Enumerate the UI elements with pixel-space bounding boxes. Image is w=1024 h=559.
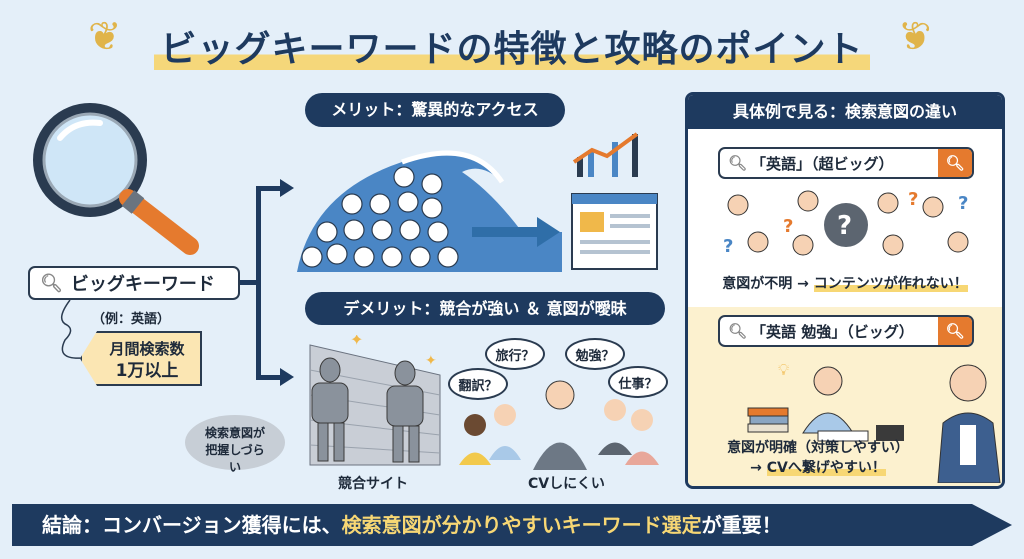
search-button: 🔍︎	[938, 317, 972, 345]
title-text: ビッグキーワードの特徴と攻略のポイント	[154, 29, 870, 70]
conclusion-suffix: が重要！	[701, 513, 782, 537]
student-and-teacher-illustration: 💡︎	[747, 360, 1001, 483]
arrow-merit-icon	[280, 179, 294, 197]
merit-heading: メリット：驚異的なアクセス	[305, 93, 565, 127]
wall-and-knights-illustration: ✦✦	[309, 335, 441, 466]
thought-travel: 旅行？	[485, 338, 545, 370]
query-text: 「英語」（超ビッグ）	[751, 154, 894, 173]
tag-line-2: 1万以上	[115, 361, 179, 381]
conclusion-highlight: 検索意図が分かりやすいキーワード選定	[341, 513, 702, 537]
svg-text:?: ?	[908, 189, 918, 210]
thought-translate: 翻訳？	[448, 368, 508, 400]
laurel-left-icon: ❦	[88, 14, 122, 60]
search-button: 🔍︎	[938, 149, 972, 177]
wave-of-users-illustration	[297, 132, 658, 272]
svg-text:?: ?	[958, 193, 968, 214]
case2-result-prefix: →	[750, 460, 767, 476]
case2-result-line1: 意図が明確（対策しやすい）	[727, 440, 909, 456]
svg-text:?: ?	[723, 236, 733, 257]
connector	[240, 280, 260, 285]
example-panel: 具体例で見る：検索意図の違い 🔍︎「英語」（超ビッグ） 🔍︎ ? ?? ?? 意…	[685, 92, 1005, 489]
panel-header: 具体例で見る：検索意図の違い	[688, 95, 1002, 129]
query-english-box: 🔍︎「英語」（超ビッグ） 🔍︎	[718, 147, 974, 179]
svg-text:💡︎: 💡︎	[778, 360, 789, 379]
bubble-text: 検索意図が把握しづらい	[204, 426, 265, 474]
growth-chart-icon	[572, 132, 639, 177]
arrow-demerit-icon	[280, 368, 294, 386]
connector	[256, 186, 282, 191]
svg-text:?: ?	[837, 211, 852, 241]
svg-text:✦: ✦	[425, 353, 437, 369]
cv-caption: CVしにくい	[528, 476, 605, 492]
thought-study: 勉強？	[565, 338, 625, 370]
competitors-caption: 競合サイト	[338, 476, 408, 492]
case1-result-prefix: 意図が不明 →	[722, 276, 814, 292]
case2-result: 意図が明確（対策しやすい） → CVへ繋げやすい！	[688, 438, 948, 478]
tag-string-icon	[61, 300, 84, 359]
demerit-heading: デメリット：競合が強い ＆ 意図が曖昧	[305, 292, 665, 325]
thought-work: 仕事？	[608, 366, 668, 398]
big-keyword-search-box: 🔍︎ ビッグキーワード	[28, 266, 240, 300]
search-icon: 🔍︎	[728, 322, 748, 340]
page-title: ビッグキーワードの特徴と攻略のポイント	[110, 20, 914, 72]
confused-people-illustration	[459, 380, 659, 470]
example-text: （例：英語）	[92, 312, 171, 327]
svg-text:?: ?	[783, 216, 793, 237]
magnifier-icon	[33, 103, 199, 255]
svg-text:✦: ✦	[350, 335, 363, 349]
conclusion-banner: 結論：コンバージョン獲得には、検索意図が分かりやすいキーワード選定が重要！	[12, 504, 1012, 546]
query-english-study-box: 🔍︎「英語 勉強」（ビッグ） 🔍︎	[718, 315, 974, 347]
case1-result: 意図が不明 → コンテンツが作れない！	[688, 273, 1002, 293]
case1-result-highlight: コンテンツが作れない！	[813, 276, 968, 292]
case2-result-highlight: CVへ繋げやすい！	[766, 460, 886, 476]
tag-line-1: 月間検索数	[109, 340, 185, 358]
query-text: 「英語 勉強」（ビッグ）	[751, 322, 914, 341]
conclusion-prefix: 結論：コンバージョン獲得には、	[42, 513, 342, 537]
connector	[256, 186, 261, 380]
search-icon: 🔍︎	[728, 154, 748, 172]
search-label: ビッグキーワード	[70, 274, 215, 295]
web-page-icon	[571, 193, 658, 270]
confused-users-illustration: ? ?? ??	[723, 189, 969, 257]
connector	[256, 375, 282, 380]
intent-unclear-bubble: 検索意図が把握しづらい	[185, 415, 285, 474]
search-volume-tag: 月間検索数 1万以上	[80, 331, 202, 386]
search-icon: 🔍︎	[40, 272, 63, 294]
